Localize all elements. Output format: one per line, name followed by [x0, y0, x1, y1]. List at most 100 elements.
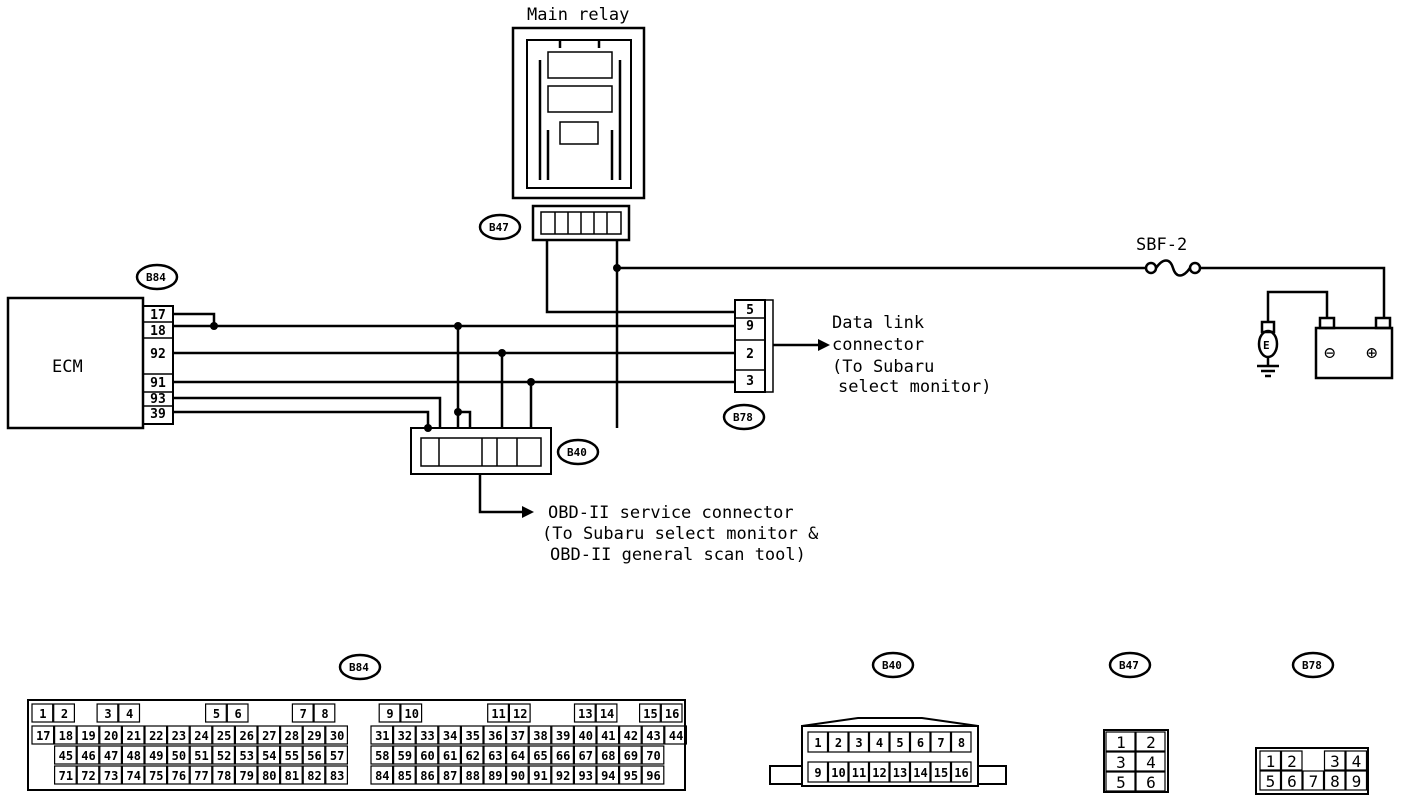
b84-cell [596, 725, 620, 745]
b78-cell-label: 9 [1352, 772, 1362, 791]
face-id-b78: B78 [1302, 659, 1322, 672]
battery-plus-icon: ⊕ [1366, 342, 1377, 364]
b84-cell-label: 77 [194, 769, 208, 783]
b84-cell [325, 745, 348, 765]
b47-cell-label: 2 [1146, 733, 1156, 752]
b84-cell [76, 745, 100, 765]
b84-cell-label: 42 [624, 729, 638, 743]
b84-cell [257, 725, 281, 745]
b84-cell-label: 57 [330, 749, 344, 763]
b40-cell [848, 761, 870, 783]
b84-cell-label: 20 [104, 729, 118, 743]
b40-cell-label: 16 [954, 766, 968, 780]
b84-cell [121, 725, 145, 745]
b84-cell-label: 40 [578, 729, 592, 743]
face-id-b47: B47 [1119, 659, 1139, 672]
b84-cell-label: 24 [194, 729, 208, 743]
b40-cell-label: 7 [937, 736, 944, 750]
b84-cell [573, 745, 597, 765]
b84-cell [551, 765, 574, 785]
b84-cell [76, 725, 100, 745]
b40-cell-label: 5 [896, 736, 903, 750]
b84-cell [370, 725, 394, 745]
b84-cell [99, 765, 123, 785]
b84-cell [167, 725, 190, 745]
b84-cell-label: 87 [443, 769, 457, 783]
b84-cell [96, 703, 119, 723]
b84-cell-label: 84 [375, 769, 389, 783]
b84-cell-label: 44 [669, 729, 683, 743]
b84-cell-label: 25 [217, 729, 231, 743]
b84-ecm-connector [142, 305, 174, 425]
b40-cell-label: 1 [814, 736, 821, 750]
b40-cell [950, 761, 972, 783]
b40-face [801, 725, 979, 787]
b84-cell-label: 48 [126, 749, 140, 763]
b84-cell [618, 745, 642, 765]
b84-cell [664, 725, 687, 745]
earth-label: E [1263, 339, 1270, 352]
ecm-pin-label: 18 [150, 324, 166, 339]
data-link-label-1: Data link [832, 313, 924, 333]
b84-cell [325, 765, 348, 785]
b84-cell [280, 745, 303, 765]
main-relay-body [511, 26, 646, 200]
b84-cell [438, 765, 461, 785]
b84-cell [53, 703, 76, 723]
b84-cell [618, 725, 642, 745]
b84-cell-label: 23 [172, 729, 186, 743]
battery-minus-icon: ⊖ [1324, 342, 1335, 364]
b84-cell-label: 74 [126, 769, 140, 783]
b84-cell [393, 745, 416, 765]
b78-cell [1345, 750, 1368, 771]
b84-cell-label: 65 [533, 749, 547, 763]
b40-cell [909, 731, 931, 753]
b84-cell-label: 32 [398, 729, 412, 743]
obd-label-1: OBD-II service connector [548, 503, 794, 523]
b47-cell [1105, 751, 1136, 772]
b84-cell-label: 88 [465, 769, 479, 783]
b84-cell [76, 765, 100, 785]
b84-cell-label: 9 [386, 707, 393, 721]
b84-cell-label: 72 [81, 769, 95, 783]
b84-cell-label: 41 [601, 729, 615, 743]
b84-cell [234, 725, 258, 745]
b84-cell-label: 75 [149, 769, 163, 783]
connector-id-b84: B84 [146, 271, 166, 284]
b84-cell-label: 17 [36, 729, 50, 743]
b84-cell [618, 765, 642, 785]
face-id-b40: B40 [882, 659, 902, 672]
b78-cell-label: 5 [1266, 772, 1276, 791]
b84-cell-label: 2 [61, 707, 68, 721]
b84-cell [573, 703, 596, 723]
b84-cell [400, 703, 423, 723]
b84-cell-label: 90 [511, 769, 525, 783]
b84-cell [378, 703, 401, 723]
b84-cell [370, 765, 394, 785]
b40-cell [930, 731, 952, 753]
b84-cell-label: 69 [624, 749, 638, 763]
b84-cell-label: 67 [578, 749, 592, 763]
b84-cell-label: 8 [321, 707, 328, 721]
b84-cell [460, 725, 484, 745]
fuse-label: SBF-2 [1136, 235, 1187, 255]
b84-cell [528, 765, 552, 785]
data-link-label-3: (To Subaru [832, 357, 934, 377]
b40-cell-label: 10 [831, 766, 845, 780]
b84-cell [528, 745, 552, 765]
b78-cell-label: 2 [1287, 752, 1297, 771]
b84-cell [483, 725, 507, 745]
battery [1314, 326, 1394, 380]
b84-cell-label: 43 [646, 729, 660, 743]
b47-cell [1105, 731, 1136, 752]
b84-cell-label: 76 [172, 769, 186, 783]
ecm-pin-label: 93 [150, 392, 166, 407]
b84-cell [438, 745, 461, 765]
b40-cell-label: 6 [917, 736, 924, 750]
b84-cell [144, 745, 168, 765]
b84-cell-label: 27 [262, 729, 276, 743]
b84-cell-label: 89 [488, 769, 502, 783]
b84-cell-label: 59 [398, 749, 412, 763]
b40-cell-label: 11 [852, 766, 866, 780]
